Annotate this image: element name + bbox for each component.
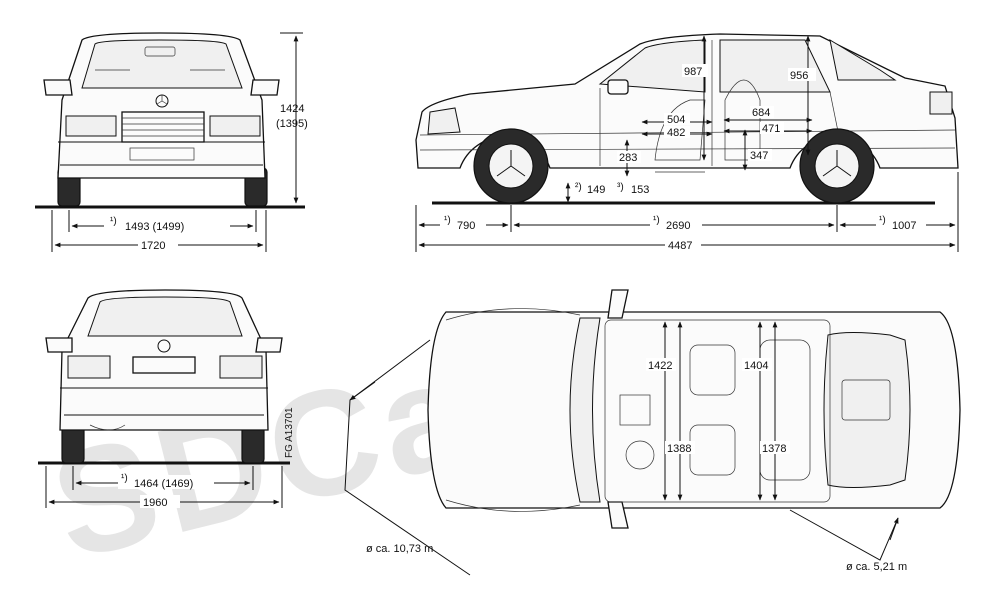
rear-width-label: 1960 [143, 497, 167, 509]
top-left-mirror [607, 289, 629, 319]
top-rear-window [823, 332, 911, 488]
rear-left-mirror [45, 337, 73, 353]
rear-left-taillight [67, 355, 111, 379]
top-view: 1422 1404 1388 1378 ø ca. 10,73 m ø ca. … [344, 289, 961, 576]
wall-circle-label: ø ca. 5,21 m [846, 561, 907, 573]
front-overhang-note: ¹) [444, 215, 451, 226]
rear-window [829, 38, 897, 81]
front-height-alt-label: (1395) [276, 118, 308, 130]
side-mirror [607, 79, 629, 95]
ground-clearance-alt-label: 153 [631, 184, 649, 196]
front-seat-height-label: 283 [619, 152, 637, 164]
rear-overhang-note: ¹) [879, 215, 886, 226]
side-taillight [929, 91, 953, 115]
top-cabin [604, 319, 831, 503]
rear-star-emblem-icon [157, 339, 171, 353]
front-seat [654, 99, 706, 161]
left-headlight [65, 115, 117, 137]
rear-seat-height-label: 347 [750, 150, 768, 162]
rear-view: FG A13701 ¹) 1464 (1469) 1960 [38, 289, 295, 509]
ground-clearance-note: ²) [575, 182, 582, 193]
ground-clearance-label: 149 [587, 184, 605, 196]
rear-legroom-lower-label: 471 [762, 123, 780, 135]
right-mirror [250, 79, 280, 96]
front-grille [121, 111, 205, 143]
rear-shoulder-width-label: 1404 [744, 360, 768, 372]
turning-circle-label: ø ca. 10,73 m [366, 543, 433, 555]
side-headlight [427, 107, 461, 135]
front-height-label: 1424 [280, 103, 304, 115]
rear-right-taillight [219, 355, 263, 379]
rear-seat [724, 79, 761, 161]
front-elbow-width-label: 1388 [667, 443, 691, 455]
overall-length-label: 4487 [668, 240, 692, 252]
ground-clearance-alt-note: ³) [617, 182, 624, 193]
rear-right-wheel [241, 424, 265, 464]
front-shoulder-width-label: 1422 [648, 360, 672, 372]
top-steering-wheel [625, 440, 655, 470]
top-front-left-seat [689, 344, 736, 396]
top-center-console [619, 394, 651, 426]
rear-overhang-label: 1007 [892, 220, 916, 232]
front-track-note: ¹) [110, 216, 117, 227]
turning-circle-leader [344, 339, 471, 576]
front-legroom-lower-label: 482 [667, 127, 685, 139]
rear-legroom-upper-label: 684 [752, 107, 770, 119]
rear-headroom-label: 956 [790, 70, 808, 82]
rear-license-plate [132, 356, 196, 374]
rear-elbow-width-label: 1378 [762, 443, 786, 455]
front-view: 1424 (1395) ¹) 1493 (1499) 1720 [35, 32, 308, 252]
rear-windshield [87, 296, 243, 337]
side-view: 987 956 684 504 482 471 283 347 ²) 149 ³… [415, 33, 959, 252]
rear-left-wheel [61, 424, 85, 464]
drawing-code-label: FG A13701 [284, 407, 295, 458]
front-track-label: 1493 (1499) [125, 221, 184, 233]
front-headroom-label: 987 [684, 66, 702, 78]
wall-circle-leader [789, 509, 899, 561]
front-overhang-label: 790 [457, 220, 475, 232]
rear-right-mirror [255, 337, 283, 353]
wheelbase-label: 2690 [666, 220, 690, 232]
rear-track-label: 1464 (1469) [134, 478, 193, 490]
windshield [81, 39, 243, 89]
top-windshield [569, 317, 601, 503]
rear-track-note: ¹) [121, 473, 128, 484]
right-headlight [209, 115, 261, 137]
front-width-label: 1720 [141, 240, 165, 252]
wheelbase-note: ¹) [653, 215, 660, 226]
front-legroom-upper-label: 504 [667, 114, 685, 126]
left-mirror [43, 79, 73, 96]
